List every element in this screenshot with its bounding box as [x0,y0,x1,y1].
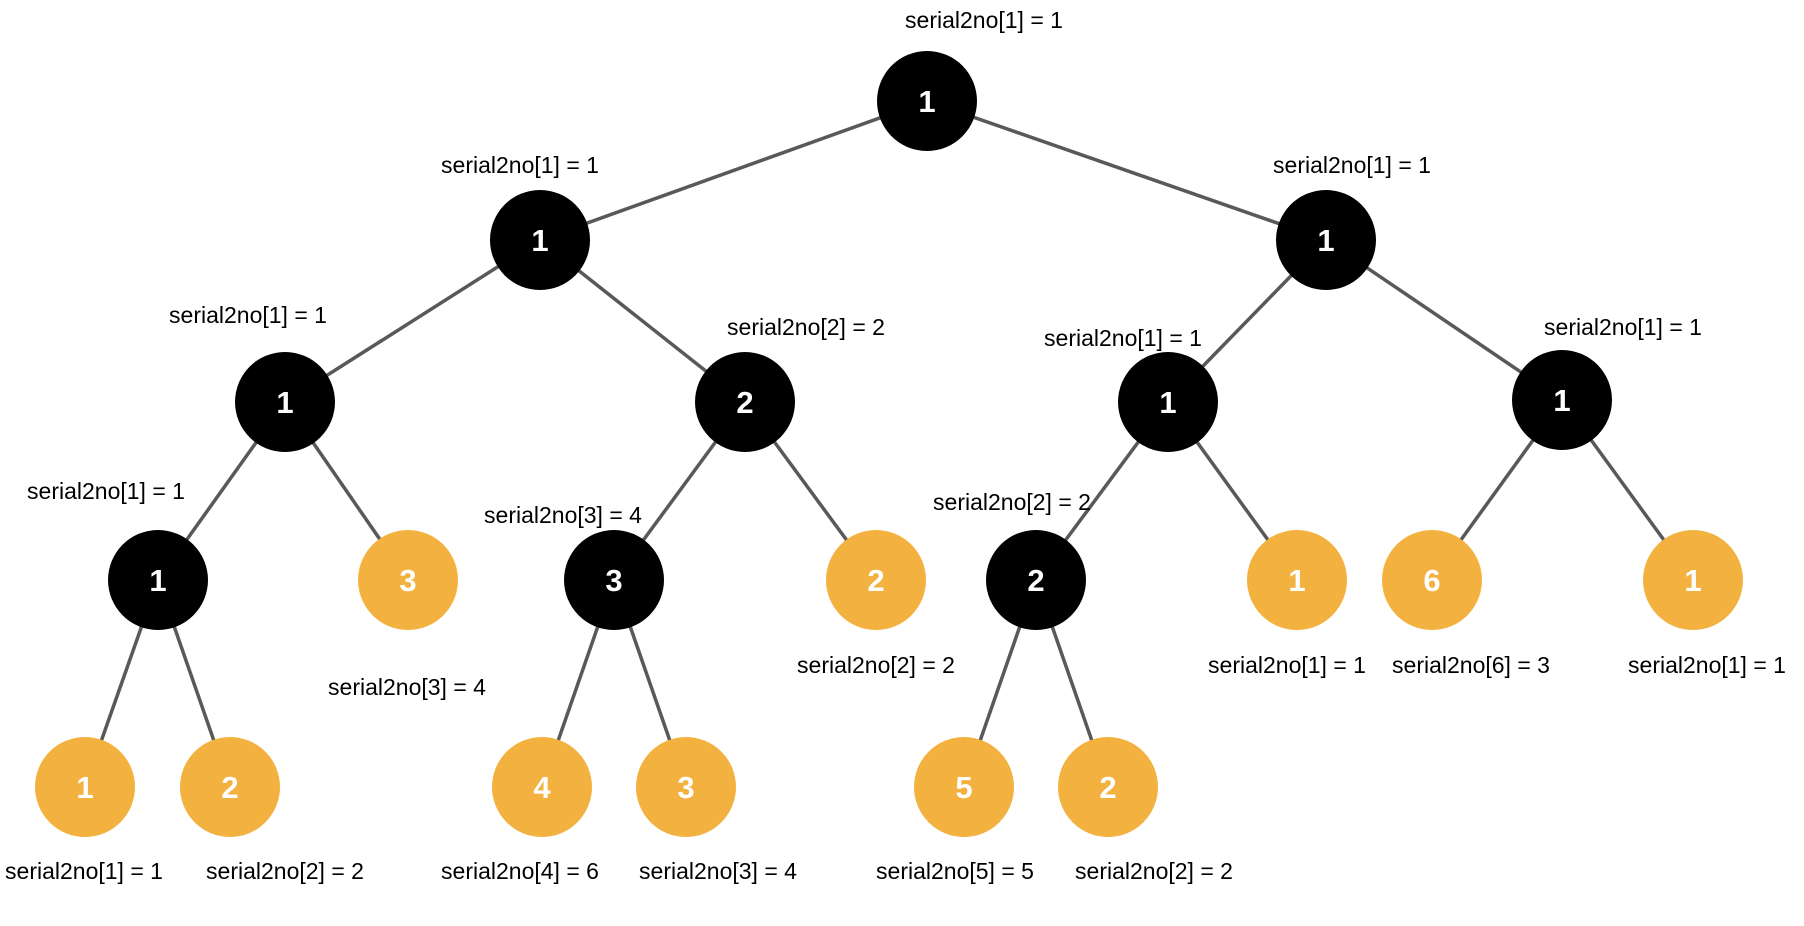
internal-node-circle [986,530,1086,630]
node-label-n6: serial2no[1] = 1 [1544,314,1702,340]
node-label-n3: serial2no[1] = 1 [169,302,327,328]
node-value: 1 [1288,563,1305,598]
node-label-n19: serial2no[5] = 5 [876,858,1034,884]
node-value: 1 [1553,383,1570,418]
leaf-node-circle [826,530,926,630]
tree-node-n17: 4 [492,737,592,837]
tree-node-n4: 2 [695,352,795,452]
node-label-n15: serial2no[1] = 1 [5,858,163,884]
internal-node-circle [877,51,977,151]
node-value: 1 [276,385,293,420]
node-label-n0: serial2no[1] = 1 [905,7,1063,33]
leaf-node-circle [492,737,592,837]
leaf-node-circle [1247,530,1347,630]
leaf-node-circle [1643,530,1743,630]
tree-node-n20: 2 [1058,737,1158,837]
node-label-n5: serial2no[1] = 1 [1044,325,1202,351]
node-label-n1: serial2no[1] = 1 [441,152,599,178]
internal-node-circle [1512,350,1612,450]
node-label-n17: serial2no[4] = 6 [441,858,599,884]
node-value: 2 [221,770,238,805]
tree-node-n7: 1 [108,530,208,630]
node-value: 2 [1099,770,1116,805]
node-value: 1 [149,563,166,598]
node-label-n20: serial2no[2] = 2 [1075,858,1233,884]
leaf-node-circle [1382,530,1482,630]
node-label-n14: serial2no[1] = 1 [1628,652,1786,678]
internal-node-circle [108,530,208,630]
node-value: 3 [399,563,416,598]
node-value: 1 [1159,385,1176,420]
node-label-n18: serial2no[3] = 4 [639,858,797,884]
leaf-node-circle [180,737,280,837]
internal-node-circle [695,352,795,452]
tree-node-n18: 3 [636,737,736,837]
tree-node-n1: 1 [490,190,590,290]
tree-node-n6: 1 [1512,350,1612,450]
node-label-n8: serial2no[3] = 4 [328,674,486,700]
node-value: 1 [1684,563,1701,598]
node-value: 5 [955,770,972,805]
node-value: 1 [918,84,935,119]
node-label-n4: serial2no[2] = 2 [727,314,885,340]
leaf-node-circle [914,737,1014,837]
leaf-node-circle [636,737,736,837]
edges-layer [83,99,1695,788]
tree-node-n0: 1 [877,51,977,151]
internal-node-circle [1276,190,1376,290]
node-value: 3 [677,770,694,805]
node-label-n9: serial2no[3] = 4 [484,502,642,528]
tree-node-n16: 2 [180,737,280,837]
leaf-node-circle [358,530,458,630]
node-value: 1 [531,223,548,258]
tree-node-n10: 2 [826,530,926,630]
node-label-n10: serial2no[2] = 2 [797,652,955,678]
internal-node-circle [1118,352,1218,452]
tree-node-n2: 1 [1276,190,1376,290]
node-value: 2 [1027,563,1044,598]
edge-n1-n3 [284,238,541,404]
leaf-node-circle [35,737,135,837]
internal-node-circle [564,530,664,630]
internal-node-circle [490,190,590,290]
node-label-n13: serial2no[6] = 3 [1392,652,1550,678]
tree-node-n5: 1 [1118,352,1218,452]
node-value: 3 [605,563,622,598]
labels-layer: serial2no[1] = 1 serial2no[1] = 1 serial2n… [5,7,1786,884]
node-label-n12: serial2no[1] = 1 [1208,652,1366,678]
leaf-node-circle [1058,737,1158,837]
internal-node-circle [235,352,335,452]
node-value: 1 [76,770,93,805]
tree-node-n8: 3 [358,530,458,630]
node-value: 4 [533,770,551,805]
tree-node-n15: 1 [35,737,135,837]
tree-node-n19: 5 [914,737,1014,837]
edge-n0-n2 [926,99,1327,242]
node-label-n7: serial2no[1] = 1 [27,478,185,504]
edge-n0-n1 [539,99,928,242]
node-value: 2 [867,563,884,598]
node-label-n2: serial2no[1] = 1 [1273,152,1431,178]
tree-node-n11: 2 [986,530,1086,630]
tree-node-n9: 3 [564,530,664,630]
node-value: 1 [1317,223,1334,258]
node-label-n16: serial2no[2] = 2 [206,858,364,884]
tree-node-n12: 1 [1247,530,1347,630]
tree-node-n14: 1 [1643,530,1743,630]
tree-node-n13: 6 [1382,530,1482,630]
node-value: 2 [736,385,753,420]
tree-node-n3: 1 [235,352,335,452]
node-value: 6 [1423,563,1440,598]
node-label-n11: serial2no[2] = 2 [933,489,1091,515]
